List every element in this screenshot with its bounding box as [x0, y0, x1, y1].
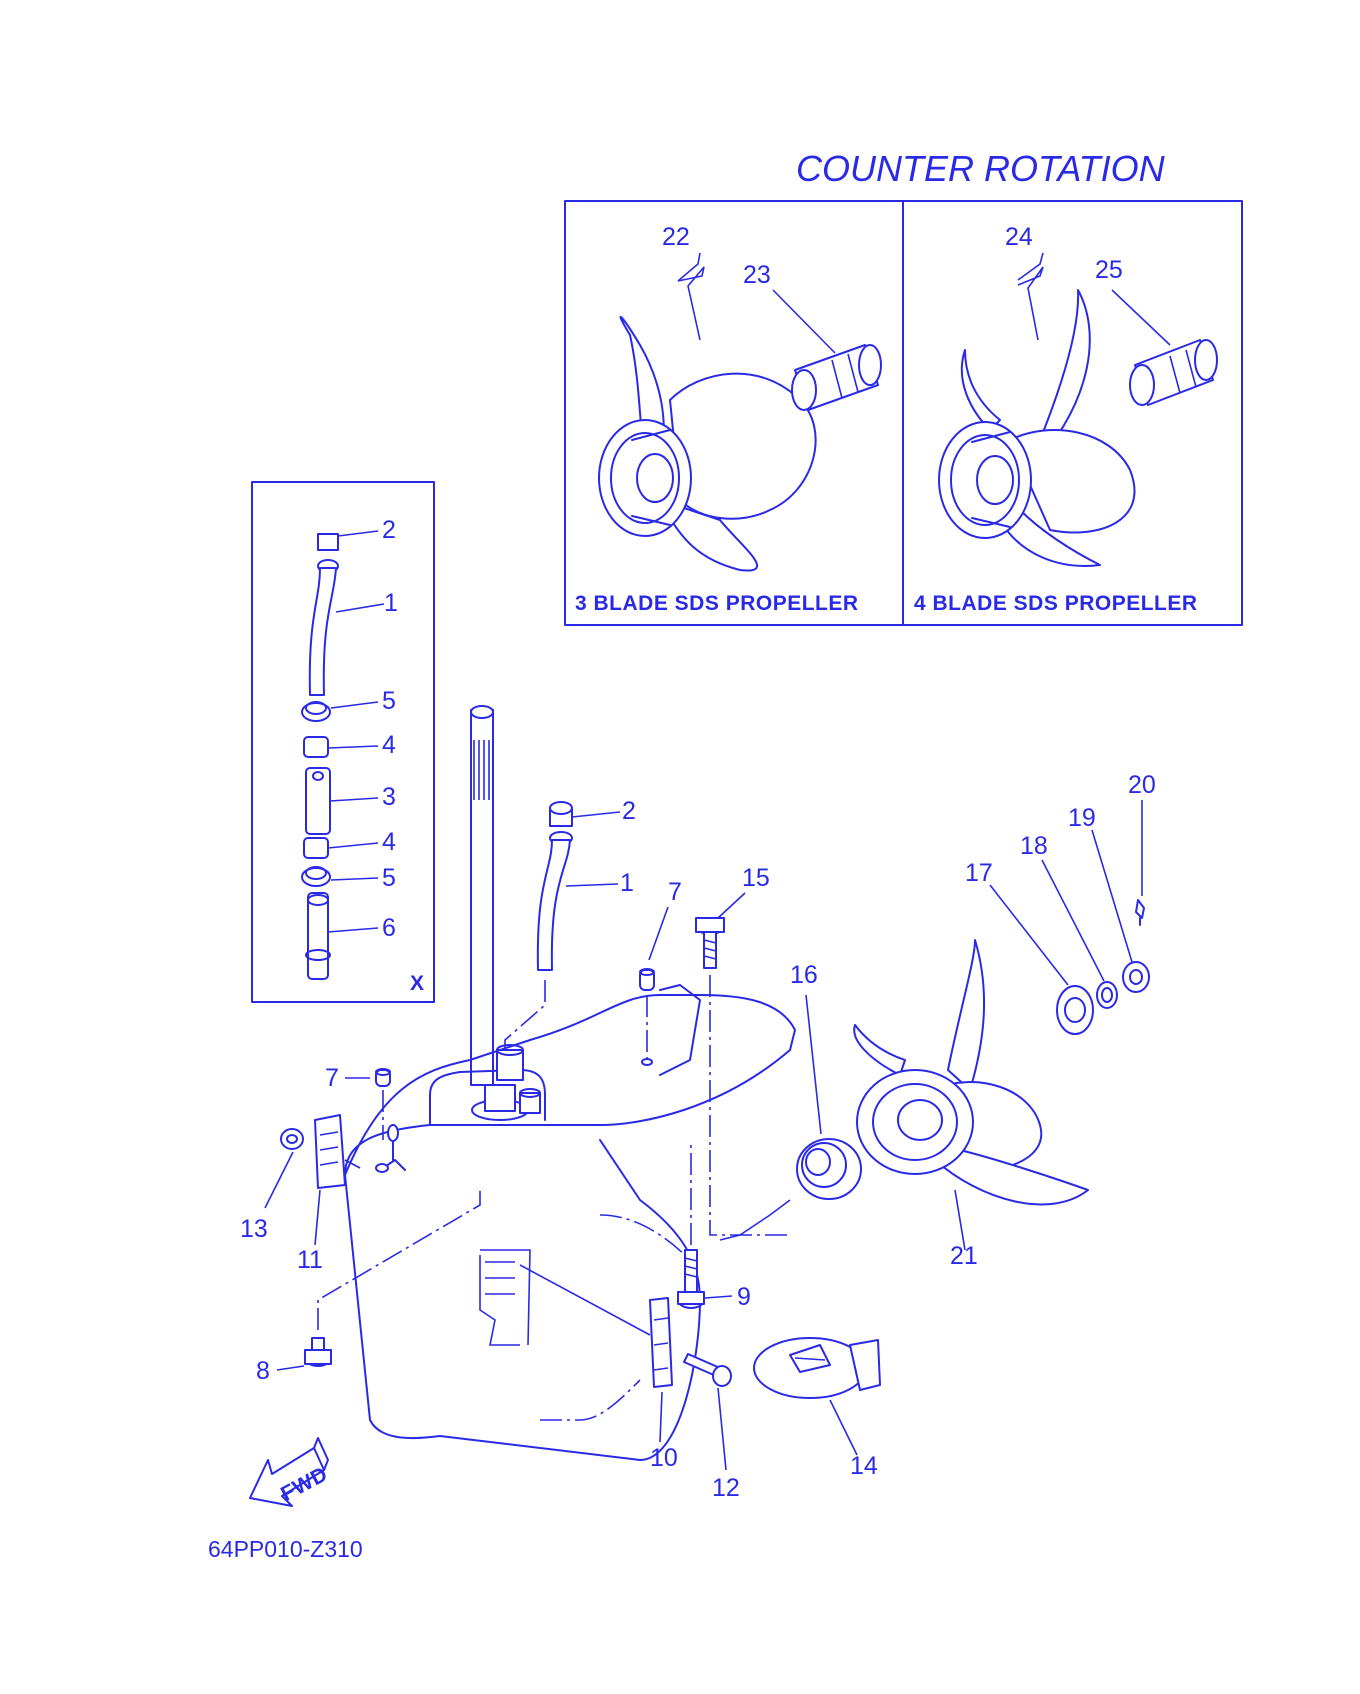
- four-blade-spacer-part: [1129, 339, 1218, 406]
- leader-9: [704, 1295, 733, 1299]
- anode-10: [519, 1264, 673, 1443]
- fwd-arrow: FWD: [249, 1437, 332, 1507]
- callout-17: 17: [965, 859, 993, 887]
- bolt-15: [695, 892, 790, 1236]
- callout-20: 20: [1128, 771, 1156, 799]
- three-blade-spacer-part: [791, 344, 882, 411]
- callout-6-inset: 6: [382, 914, 396, 942]
- trim-tab-14: [753, 1337, 881, 1456]
- drive-shaft: [470, 705, 494, 1086]
- propeller-panels: 3 BLADE SDS PROPELLER 4 BLADE SDS PROPEL…: [564, 200, 1243, 626]
- nut-13: [264, 1128, 304, 1209]
- inset-frame: [251, 481, 435, 1003]
- four-blade-panel-label: 4 BLADE SDS PROPELLER: [914, 592, 1198, 615]
- three-blade-propeller-drawing: [598, 315, 817, 572]
- leader-23: [772, 289, 836, 354]
- leader-18: [1041, 859, 1105, 982]
- leader-19: [1091, 829, 1133, 963]
- callout-12: 12: [712, 1474, 740, 1502]
- callout-4-inset-b: 4: [382, 828, 396, 856]
- leader-inset-3: [329, 797, 379, 802]
- leader-11: [314, 1189, 321, 1246]
- leader-inset-5b: [330, 877, 379, 881]
- leader-2: [571, 811, 621, 818]
- leader-inset-2: [337, 530, 379, 537]
- anode-11: [314, 1114, 361, 1246]
- leader-25: [1111, 289, 1171, 346]
- thrust-washer-16: [796, 994, 862, 1200]
- callout-5-inset-a: 5: [382, 687, 396, 715]
- leader-10: [659, 1391, 663, 1443]
- callout-7-lower: 7: [325, 1064, 339, 1092]
- plug-7-upper: [639, 906, 669, 1066]
- callout-1-inset: 1: [384, 589, 398, 617]
- leader-8: [276, 1365, 305, 1371]
- leader-24-bracket: [1017, 266, 1044, 341]
- leader-inset-1: [335, 603, 385, 613]
- callout-14: 14: [850, 1452, 878, 1480]
- bolt-9: [677, 1145, 733, 1309]
- callout-5-inset-b: 5: [382, 864, 396, 892]
- callout-8: 8: [256, 1357, 270, 1385]
- cotter-pin-20: [1135, 800, 1145, 926]
- callout-25: 25: [1095, 256, 1123, 284]
- leader-inset-4b: [327, 842, 379, 849]
- callout-2-inset: 2: [382, 516, 396, 544]
- plug-7-lower: [345, 1068, 391, 1140]
- spacer-17: [989, 884, 1094, 1035]
- bolt-12: [683, 1353, 732, 1471]
- leader-12: [717, 1387, 727, 1471]
- leader-21: [954, 1189, 966, 1251]
- leader-13: [264, 1151, 294, 1209]
- leader-16: [805, 994, 822, 1135]
- callout-10: 10: [650, 1444, 678, 1472]
- callout-22: 22: [662, 223, 690, 251]
- callout-19: 19: [1068, 804, 1096, 832]
- callout-7-upper: 7: [668, 878, 682, 906]
- leader-22: [677, 252, 701, 282]
- diagram-header-title: COUNTER ROTATION: [796, 148, 1166, 189]
- leader-17: [989, 884, 1069, 986]
- callout-13: 13: [240, 1215, 268, 1243]
- leader-1: [565, 883, 619, 887]
- callout-3-inset: 3: [382, 783, 396, 811]
- callout-16: 16: [790, 961, 818, 989]
- callout-23: 23: [743, 261, 771, 289]
- leader-inset-6: [327, 927, 379, 933]
- callout-1: 1: [620, 869, 634, 897]
- leader-14: [829, 1399, 858, 1456]
- lower-case-body: [344, 984, 796, 1461]
- nut-19: [1091, 829, 1150, 993]
- bolt-8: [276, 1190, 481, 1371]
- three-blade-panel-label: 3 BLADE SDS PROPELLER: [575, 592, 859, 615]
- leader-inset-4a: [327, 745, 379, 749]
- callout-2: 2: [622, 797, 636, 825]
- callout-numbers: 2 1 5 4 3 4 5 6 2 1 7 15 16 17 18 19 20 …: [240, 223, 1156, 1502]
- propeller-21: [719, 939, 1089, 1251]
- callout-11: 11: [297, 1246, 323, 1274]
- callout-21: 21: [950, 1242, 978, 1270]
- leader-inset-5a: [330, 701, 379, 709]
- inset-marker-x: X: [410, 972, 425, 995]
- leader-22-bracket: [677, 266, 705, 341]
- callout-4-inset-a: 4: [382, 731, 396, 759]
- callout-9: 9: [737, 1283, 751, 1311]
- inset-detail-x: X: [251, 481, 435, 1003]
- four-blade-propeller-drawing: [938, 289, 1136, 567]
- washer-18: [1041, 859, 1118, 1009]
- drawing-code: 64PP010-Z310: [208, 1536, 363, 1562]
- callout-18: 18: [1020, 832, 1048, 860]
- leader-24: [1017, 252, 1044, 281]
- callout-24: 24: [1005, 223, 1033, 251]
- water-tube: [504, 801, 621, 1070]
- leader-7-upper: [648, 906, 669, 961]
- leader-15: [717, 892, 746, 919]
- callout-15: 15: [742, 864, 770, 892]
